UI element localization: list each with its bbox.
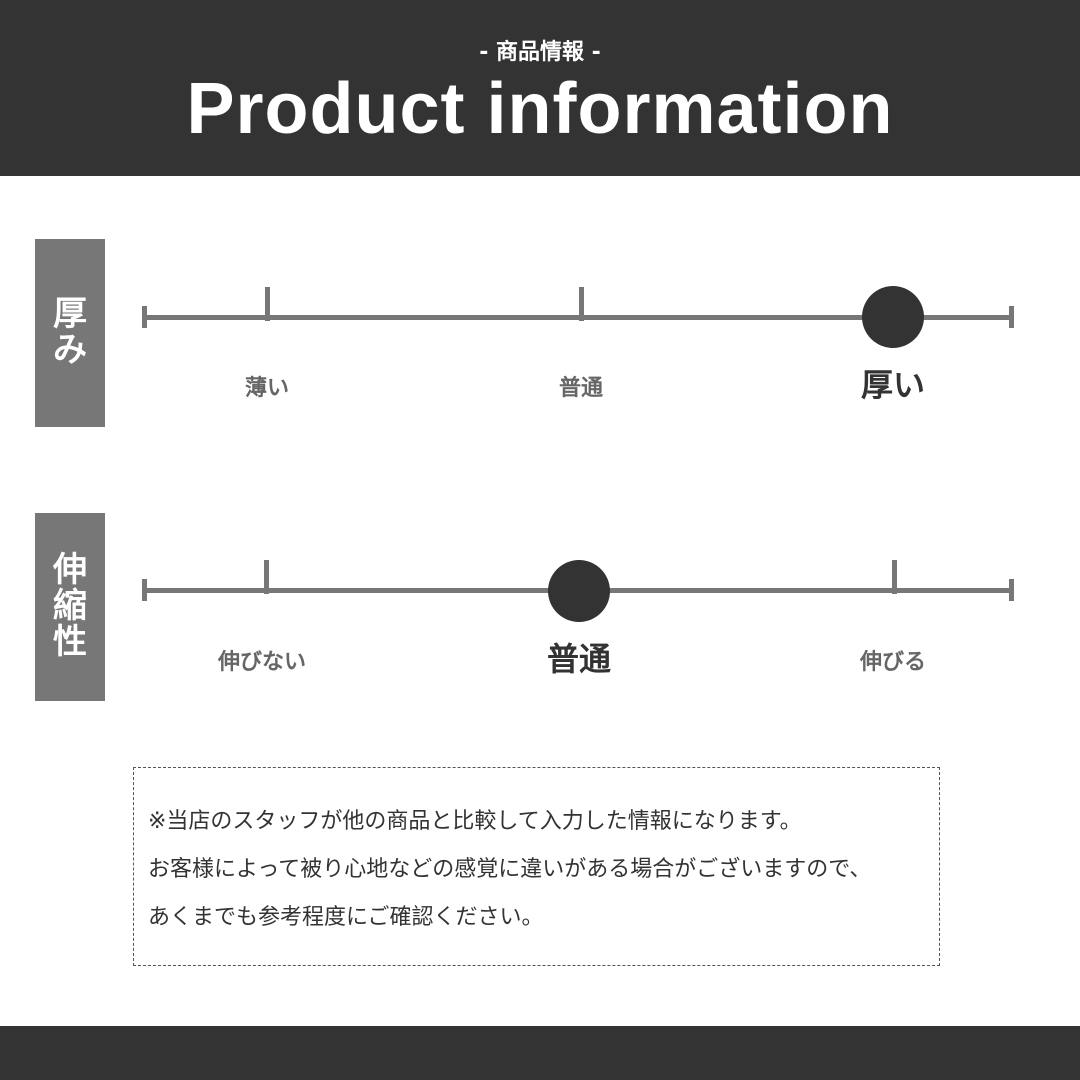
scale-option: 普通	[558, 376, 603, 401]
note-line: あくまでも参考程度にご確認ください。	[148, 905, 544, 930]
scale-end-tick	[1009, 306, 1014, 328]
scale-marker	[548, 560, 610, 622]
scale-tick	[892, 560, 897, 594]
scale-option-selected: 普通	[546, 640, 611, 678]
scale-track	[144, 315, 1012, 320]
scale-option: 薄い	[244, 376, 289, 401]
scale-option: 伸びない	[217, 650, 306, 675]
header: - 商品情報 - Product information	[0, 0, 1080, 176]
label-char: 縮	[53, 586, 87, 627]
page-title: Product information	[186, 69, 894, 149]
disclaimer-note: ※当店のスタッフが他の商品と比較して入力した情報になります。 お客様によって被り…	[133, 767, 940, 966]
scale-marker	[862, 286, 924, 348]
note-line: ※当店のスタッフが他の商品と比較して入力した情報になります。	[148, 809, 802, 834]
scale-end-tick	[142, 306, 147, 328]
footer-bar	[0, 1026, 1080, 1080]
scale-option: 伸びる	[859, 650, 926, 675]
label-char: 厚	[53, 294, 87, 335]
note-line: お客様によって被り心地などの感覚に違いがある場合がございますので、	[148, 857, 872, 882]
scale-tick	[265, 287, 270, 321]
scale-tick	[579, 287, 584, 321]
label-char: み	[53, 330, 87, 370]
scale-end-tick	[1009, 579, 1014, 601]
scale-tick	[264, 560, 269, 594]
scale-option-selected: 厚い	[860, 366, 925, 404]
scale-end-tick	[142, 579, 147, 601]
label-char: 性	[53, 621, 87, 662]
header-subtitle: - 商品情報 -	[479, 40, 601, 65]
scale-label-stretch: 伸 縮 性	[35, 513, 105, 701]
label-char: 伸	[53, 550, 87, 591]
scale-label-thickness: 厚 み	[35, 239, 105, 427]
